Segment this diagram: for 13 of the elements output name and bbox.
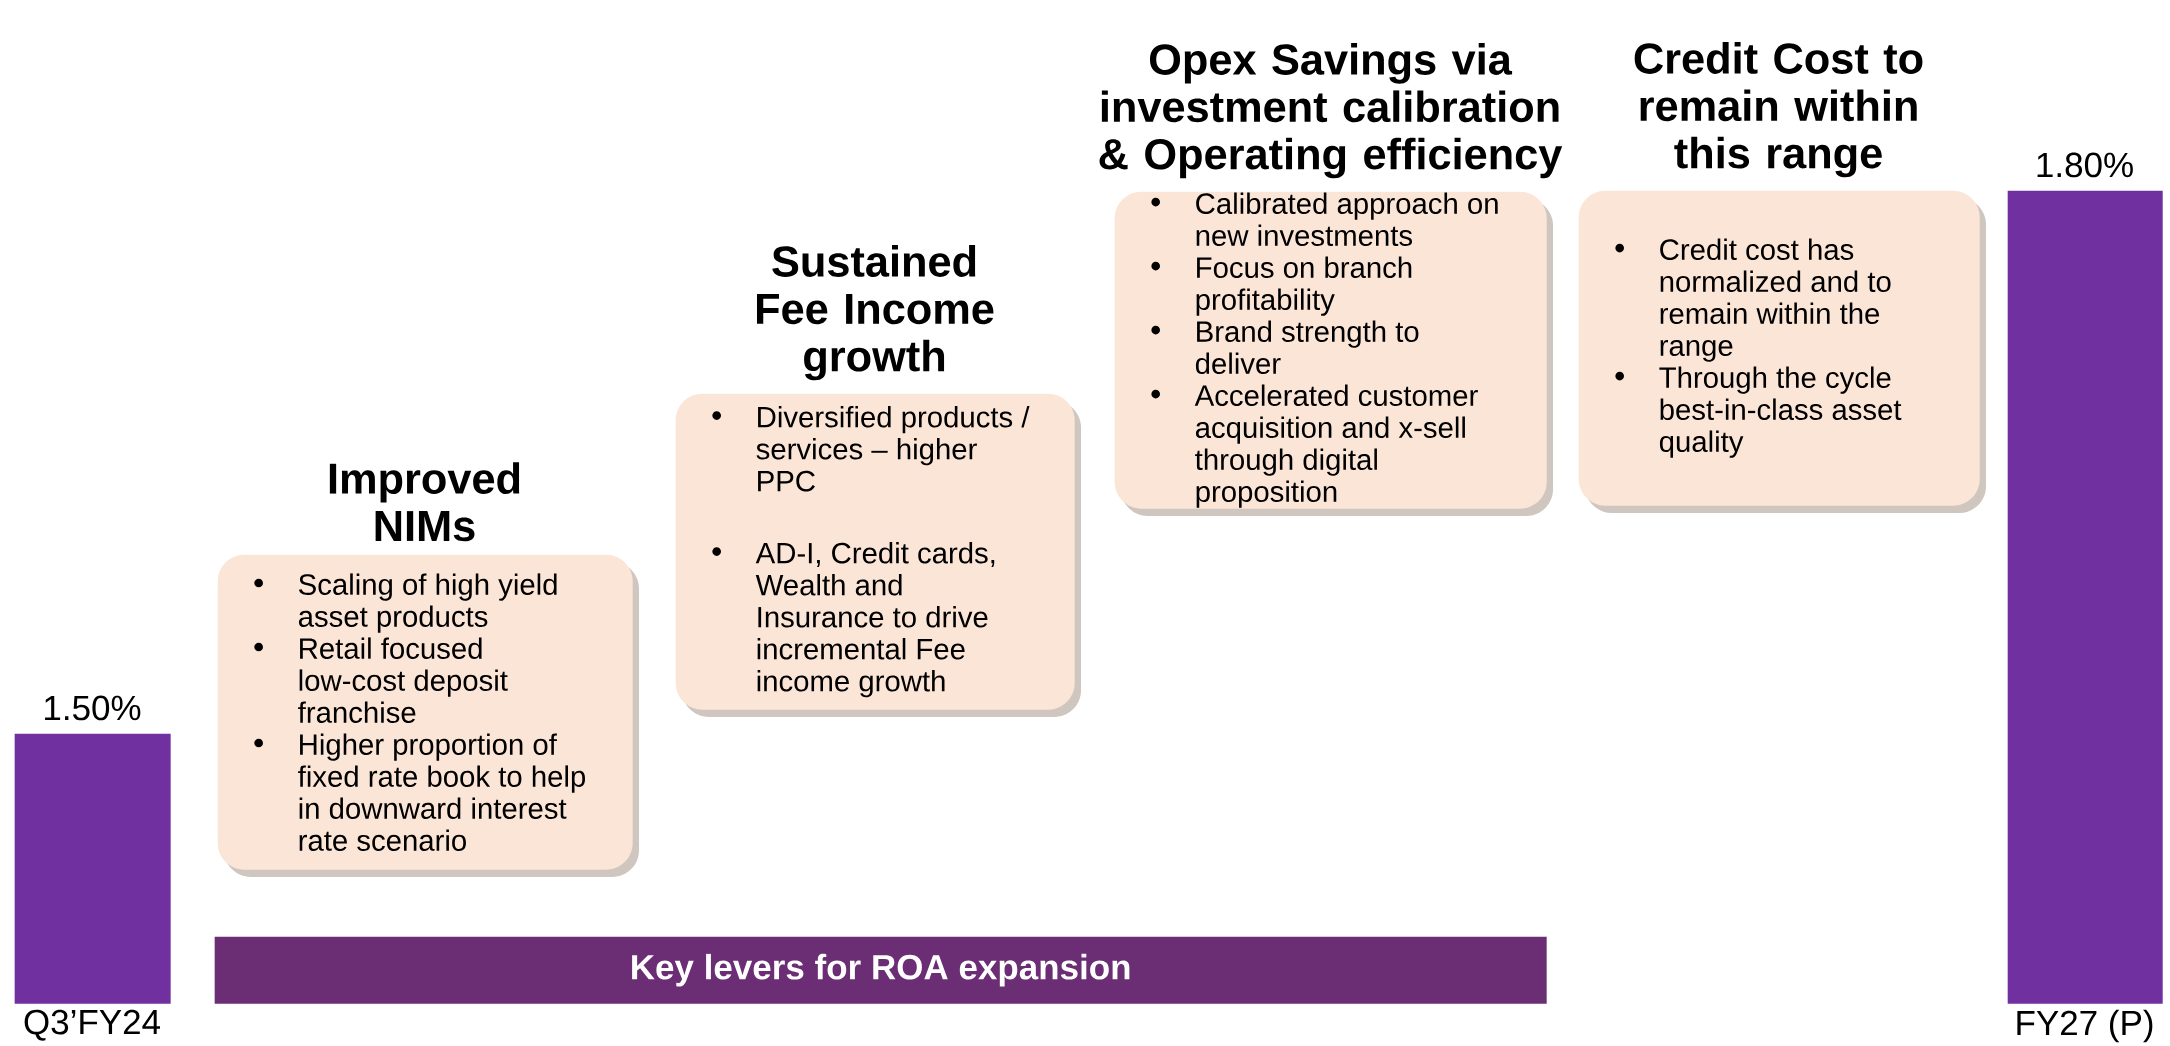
- value-label: 1.80%: [2037, 152, 2133, 178]
- category-label: FY27 (P): [2017, 1009, 2153, 1043]
- banner: Key levers for ROA expansion: [214, 936, 1547, 1004]
- rounded-box: Diversified products / services – higher PPC AD-I, Credit cards, Wealth and Insurance to drive incremental Fee income growth: [675, 393, 1082, 717]
- heading: Opex Savings via investment calibration & Operating efficiency: [1099, 43, 1563, 179]
- rounded-box: Scaling of high yield asset products Retail focused low-cost deposit franchise Higher proportion of fixed rate book to help in downward interest rate scenario: [217, 554, 639, 877]
- heading: Credit Cost to remain within this range: [1634, 42, 1923, 178]
- heading: Improved NIMs: [329, 462, 520, 542]
- category-label: Q3’FY24: [24, 1009, 160, 1041]
- rounded-box: Credit cost has normalized and to remain within the range Through the cycle best-in-class asset quality: [1578, 190, 1987, 513]
- heading: Sustained Fee Income growth: [757, 245, 994, 381]
- rounded-box: Calibrated approach on new investments Focus on branch profitability Brand strength to deliver Accelerated customer acquisition and x-sell through digital proposition: [1114, 191, 1554, 516]
- value-label: 1.50%: [45, 695, 141, 721]
